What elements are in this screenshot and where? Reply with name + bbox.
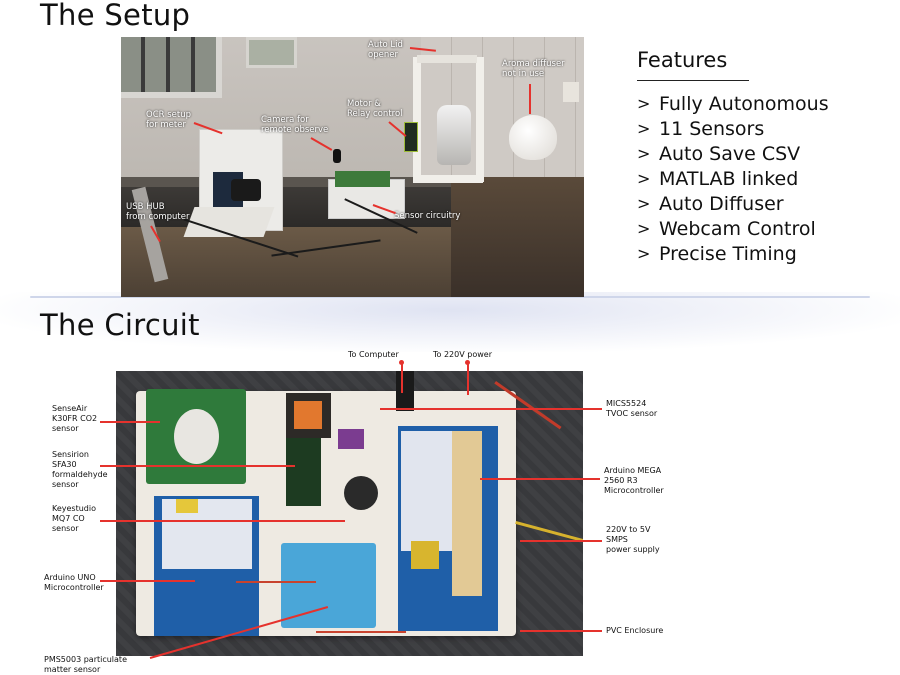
feature-item: >Webcam Control <box>637 217 816 240</box>
label-to-power: To 220V power <box>433 350 492 359</box>
feature-item: >Auto Save CSV <box>637 142 801 165</box>
chevron-right-icon: > <box>637 94 651 113</box>
pointer-line <box>520 540 602 542</box>
photo-label-usb: USB HUB from computer <box>126 202 190 222</box>
features-heading: Features <box>637 48 728 72</box>
label-mega: Arduino MEGA 2560 R3 Microcontroller <box>604 466 664 495</box>
chevron-right-icon: > <box>637 119 651 138</box>
circuit-photo <box>116 371 583 656</box>
circuit-title: The Circuit <box>40 308 200 342</box>
feature-item: >Auto Diffuser <box>637 192 784 215</box>
label-senseair: SenseAir K30FR CO2 sensor <box>52 404 98 433</box>
pointer-line <box>100 580 195 582</box>
pointer-line <box>100 421 160 423</box>
arrow-to-power <box>467 363 469 395</box>
photo-label-camera: Camera for remote observe <box>261 115 329 135</box>
setup-photo: Auto Lid opener Aroma diffuser not in us… <box>121 37 584 297</box>
pointer-line <box>520 630 602 632</box>
label-to-computer: To Computer <box>348 350 399 359</box>
chevron-right-icon: > <box>637 219 651 238</box>
label-keyestudio: Keyestudio MQ7 CO sensor <box>52 504 96 533</box>
label-uno: Arduino UNO Microcontroller <box>44 573 104 592</box>
feature-item: >Precise Timing <box>637 242 797 265</box>
label-mics: MICS5524 TVOC sensor <box>606 399 658 418</box>
photo-label-auto-lid: Auto Lid opener <box>368 40 403 60</box>
label-smps: 220V to 5V SMPS power supply <box>606 525 660 554</box>
photo-label-ocr: OCR setup for meter <box>146 110 192 130</box>
chevron-right-icon: > <box>637 169 651 188</box>
feature-item: >11 Sensors <box>637 117 765 140</box>
arrow-head <box>399 360 404 365</box>
chevron-right-icon: > <box>637 244 651 263</box>
section-divider <box>30 296 870 298</box>
feature-item: >Fully Autonomous <box>637 92 829 115</box>
chevron-right-icon: > <box>637 194 651 213</box>
setup-title: The Setup <box>40 0 191 32</box>
arrow-to-computer <box>401 363 403 393</box>
feature-item: >MATLAB linked <box>637 167 799 190</box>
pointer-line <box>480 478 600 480</box>
photo-label-motor: Motor & Relay control <box>347 99 403 119</box>
photo-label-sensor: Sensor circuitry <box>394 211 461 221</box>
arrow-head <box>465 360 470 365</box>
pointer-line <box>100 465 295 467</box>
label-sensirion: Sensirion SFA30 formaldehyde sensor <box>52 450 108 489</box>
label-pms: PMS5003 particulate matter sensor <box>44 655 127 674</box>
photo-label-aroma: Aroma diffuser not in use <box>502 59 565 79</box>
pointer-line <box>529 84 531 114</box>
label-pvc: PVC Enclosure <box>606 626 664 635</box>
chevron-right-icon: > <box>637 144 651 163</box>
section-divider-glow <box>0 292 900 352</box>
pointer-line <box>100 520 345 522</box>
pointer-line <box>380 408 602 410</box>
features-underline <box>637 80 749 81</box>
features-list: >Fully Autonomous >11 Sensors >Auto Save… <box>637 91 829 266</box>
